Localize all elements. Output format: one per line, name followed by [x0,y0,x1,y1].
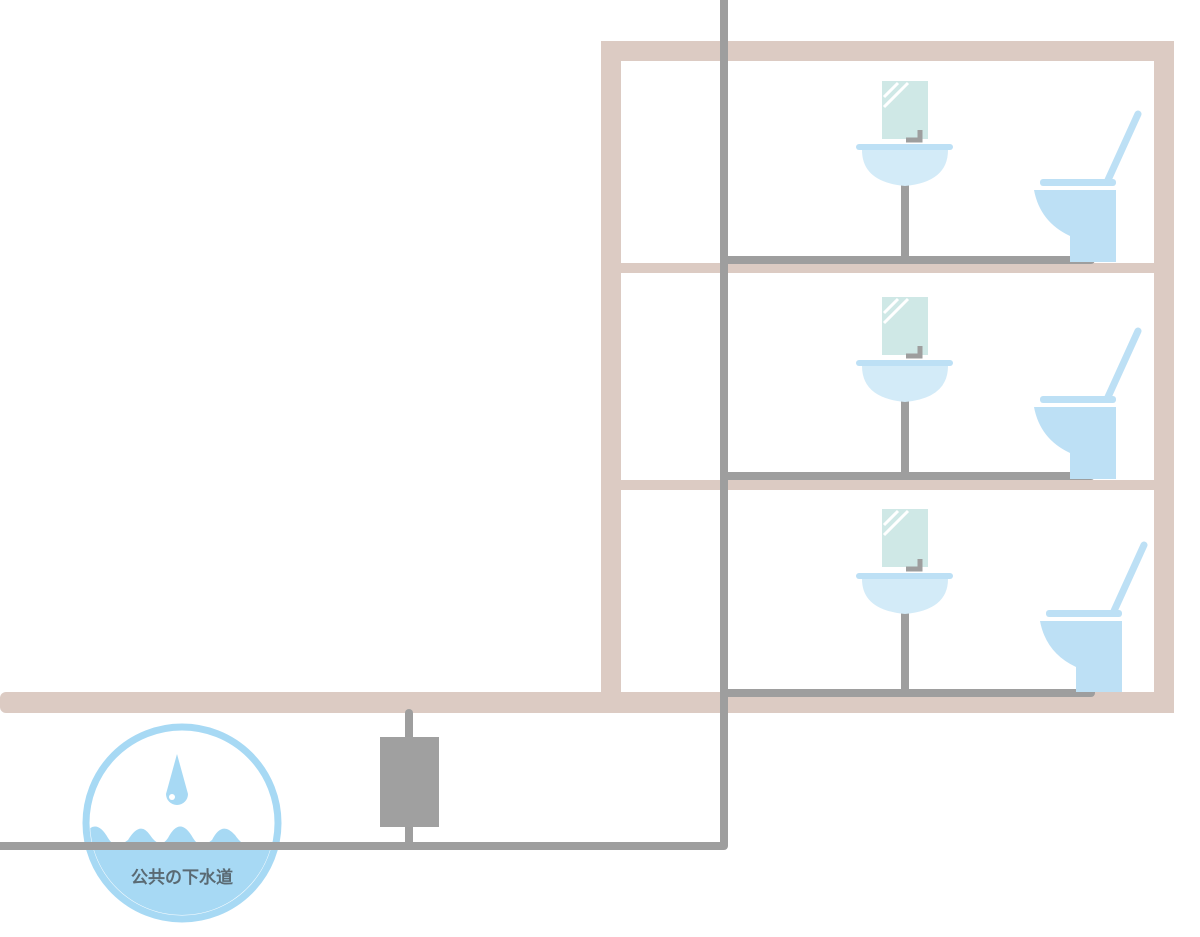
grease-trap-box [380,737,439,827]
floor-slab-1 [621,263,1154,273]
sink-icon [856,360,953,402]
main-vertical-stack [0,0,728,850]
toilet-icon [1034,327,1142,479]
mirror-icon [882,509,928,567]
floor-3-fixtures [856,509,1148,692]
sewer-label: 公共の下水道 [131,867,233,888]
faucet-icon [906,130,923,143]
faucet-icon [906,346,923,359]
mirror-icon [882,81,928,139]
faucet-icon [906,559,923,572]
floor-2-fixtures [856,297,1142,479]
building-right-wall [1154,41,1174,713]
ground-line [0,692,1174,713]
toilet-icon [1040,541,1148,692]
toilet-icon [1034,110,1142,262]
sink-icon [856,573,953,614]
water-drop-icon [166,754,188,805]
building-structure [0,41,1174,713]
building-left-wall [601,41,621,705]
water-drop-highlight [169,794,175,800]
floor-1-fixtures [856,81,1142,262]
floor-slab-2 [621,480,1154,490]
public-sewer: 公共の下水道 [82,723,282,923]
sink-icon [856,144,953,186]
mirror-icon [882,297,928,355]
building-roof [601,41,1174,61]
